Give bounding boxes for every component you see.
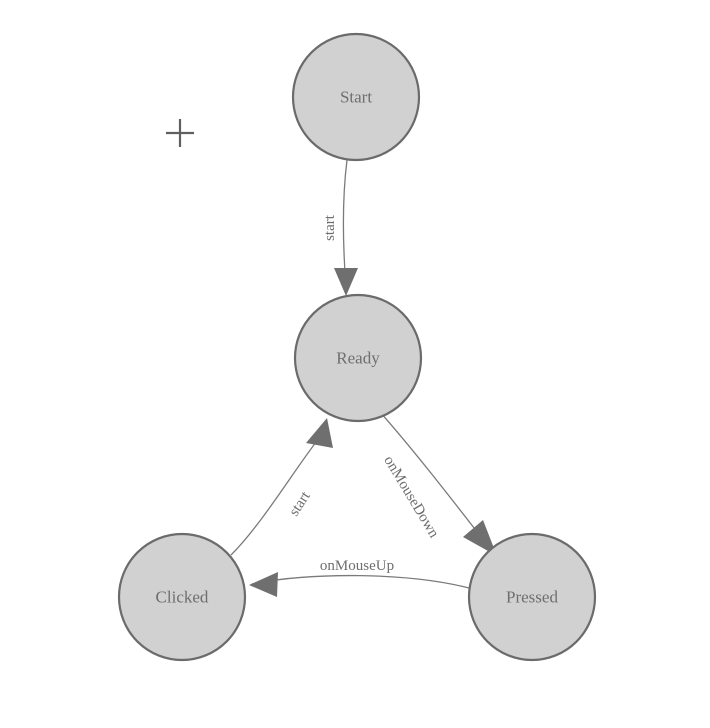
node-label-start: Start [340,88,372,107]
node-pressed[interactable]: Pressed [467,532,597,662]
node-shape [467,532,597,662]
node-clicked[interactable]: Clicked [117,532,247,662]
node-shape [291,32,421,162]
edge-line [342,159,348,273]
arrowhead-icon [334,268,358,296]
node-label-ready: Ready [336,349,380,368]
node-label-pressed: Pressed [506,588,558,607]
edge-label-pressed-to-clicked: onMouseUp [320,558,394,574]
edge-clicked-to-ready[interactable]: start [230,418,333,556]
edge-ready-to-pressed[interactable]: onMouseDown [379,411,497,556]
node-shape [117,532,247,662]
arrowhead-icon [249,572,278,597]
edge-line [230,427,328,556]
edge-pressed-to-clicked[interactable]: onMouseUp [249,558,474,597]
arrowhead-icon [306,418,333,448]
edge-start-to-ready[interactable]: start [322,159,358,296]
node-start[interactable]: Start [291,32,421,162]
node-label-clicked: Clicked [156,588,209,607]
edge-label-start-to-ready: start [322,214,338,241]
edge-line [251,574,474,590]
edge-label-ready-to-pressed: onMouseDown [380,453,442,541]
edge-label-clicked-to-ready: start [286,488,314,519]
arrowhead-icon [463,520,497,556]
plus-marker-icon[interactable] [166,119,194,147]
node-shape [293,293,423,423]
node-ready[interactable]: Ready [293,293,423,423]
